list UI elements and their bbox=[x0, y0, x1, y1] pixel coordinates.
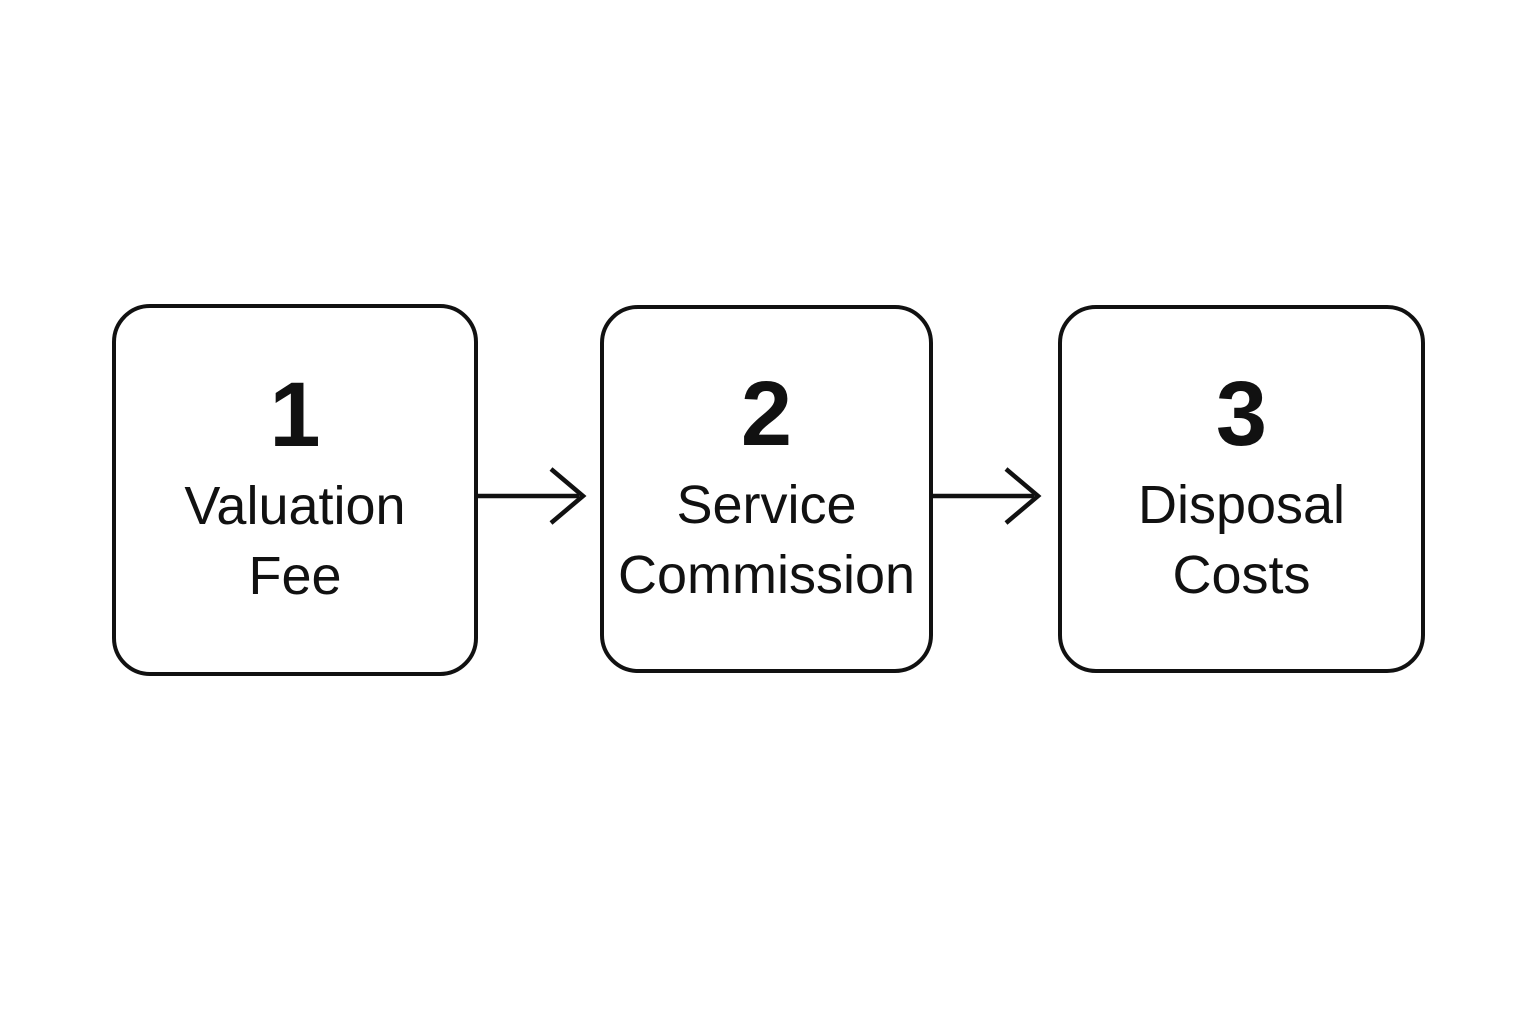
step-label-line: Costs bbox=[1172, 545, 1311, 605]
arrow-right-icon bbox=[478, 467, 587, 525]
step-box-disposal-costs: 3 Disposal Costs bbox=[1058, 305, 1425, 673]
step-number-3: 3 bbox=[1215, 363, 1268, 465]
arrow-right-icon bbox=[933, 467, 1042, 525]
step-box-service-commission: 2 Service Commission bbox=[600, 305, 933, 673]
step-label-line: Service bbox=[676, 475, 857, 535]
step-label-service-commission: Service Commission bbox=[618, 470, 915, 610]
step-label-line: Valuation bbox=[184, 476, 406, 536]
step-label-valuation-fee: Valuation Fee bbox=[184, 471, 405, 611]
step-label-line: Disposal bbox=[1137, 475, 1346, 535]
step-label-line: Fee bbox=[248, 546, 342, 606]
step-number-2: 2 bbox=[740, 363, 793, 465]
step-box-valuation-fee: 1 Valuation Fee bbox=[112, 304, 478, 676]
step-label-disposal-costs: Disposal Costs bbox=[1138, 470, 1345, 610]
step-number-1: 1 bbox=[269, 364, 321, 466]
step-label-line: Commission bbox=[617, 545, 916, 605]
